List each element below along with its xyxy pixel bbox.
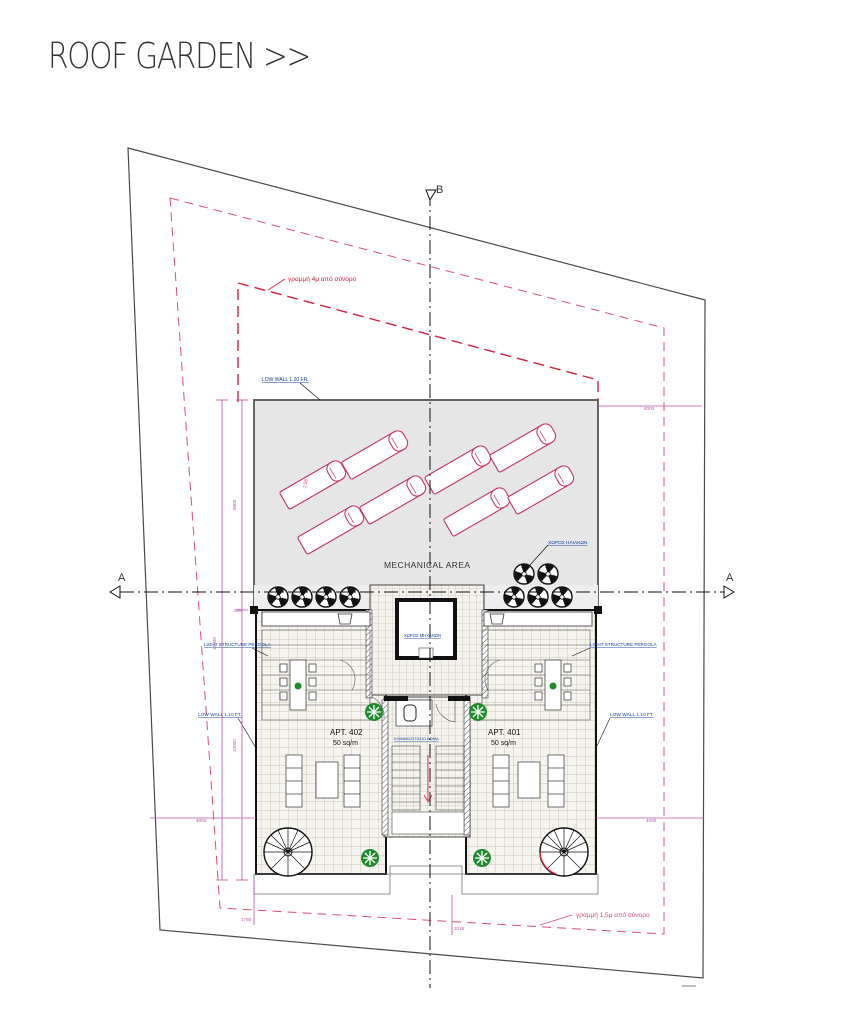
spiral-stair-left (263, 827, 313, 877)
dimension-height-bottom: 10000 (232, 739, 237, 752)
plant-icon (360, 848, 380, 868)
section-label-b: B (436, 184, 443, 196)
wc-fixture (403, 704, 417, 722)
plant-icon (364, 702, 384, 722)
apt-402-name: APT. 402 (330, 728, 363, 737)
apt-401-name: APT. 401 (488, 728, 521, 737)
site-boundary (127, 147, 706, 979)
dimension-lines (150, 399, 704, 935)
setback-top-leader (267, 278, 286, 291)
dimension-height-total: 19000 (212, 637, 217, 650)
entrance-canopy (389, 865, 463, 875)
dimension-height-top: 9000 (232, 499, 237, 510)
lift-shaft-label: ΧΩΡΟΣ ΜΗΧΑΝΩΝ (404, 633, 441, 638)
door-swing-apt-401 (484, 659, 501, 691)
wall-stub-right (594, 606, 602, 614)
pergola-left-leader (251, 647, 269, 657)
fan-units-right (503, 586, 573, 608)
low-wall-right-leader (595, 717, 611, 749)
setback-line-outer (169, 197, 665, 935)
dimension-bottom-left: 1750 (241, 917, 252, 922)
stair-flights (391, 745, 465, 811)
dimension-left-outer: 4000 (196, 818, 207, 823)
pergola-right-note: LIGHT STRUCTURE PERGOLA (590, 642, 657, 647)
sink-right (489, 613, 505, 625)
apt-401-area: 50 sq/m (491, 740, 516, 747)
apt-402-area: 50 sq/m (333, 740, 358, 747)
low-wall-left-leader (237, 717, 257, 749)
wall-stub-left (250, 606, 258, 614)
stair-wall-right (463, 699, 471, 836)
section-marker-a-left (109, 585, 121, 599)
door-swing-apt-402 (339, 659, 356, 691)
setback-top-note: γραμμή 4μ από σύνορο (288, 275, 357, 283)
low-wall-top-leader (299, 382, 321, 401)
mechanical-area-label: MECHANICAL AREA (384, 560, 470, 570)
core-wall-left (365, 609, 373, 699)
section-marker-b (425, 189, 437, 202)
door-swing-left (371, 696, 385, 719)
stair-label: ΚΛΙΜΑΚΟΣΤΑΣΙΟ ΔΩΜΑ (394, 736, 439, 741)
tank-area-note: ΧΩΡΟΣ ΗΛΙΑΚΩΝ (548, 540, 588, 546)
lift-machine (418, 647, 434, 659)
stair-direction (423, 755, 433, 803)
dimension-right-outer: 4000 (646, 818, 657, 823)
low-wall-left-note: LOW WALL 1.10 FT. (198, 712, 242, 718)
stair-bottom-landing (391, 811, 465, 835)
potted-plant-right (549, 682, 557, 690)
setback-line-4m (237, 282, 599, 402)
setback-bottom-leader (539, 914, 573, 926)
dimension-left-small: 200 (234, 608, 242, 613)
page-title: ROOF GARDEN >> (48, 36, 311, 77)
wall-piece-1 (384, 696, 408, 701)
balcony-edge-right (461, 873, 599, 895)
section-marker-a-right (723, 585, 735, 599)
low-wall-top-note: LOW WALL 1.20 FR. (262, 377, 309, 383)
low-wall-right-note: LOW WALL 1.10 FT. (610, 712, 654, 718)
spiral-stair-right (539, 827, 589, 877)
bbq-counter-right (483, 611, 593, 627)
pergola-right (481, 629, 591, 721)
plant-icon (472, 848, 492, 868)
dimension-right-top: 4000 (644, 406, 655, 411)
section-label-a-right: A (726, 572, 734, 584)
lounge-set-left (285, 754, 361, 808)
balcony-edge-left (253, 873, 391, 895)
wall-piece-2 (448, 696, 470, 701)
setback-bottom-note: γραμμή 1,5μ από σύνορο (576, 911, 650, 919)
sink-left (337, 613, 353, 625)
door-swing-right (435, 700, 456, 723)
pergola-left-note: LIGHT STRUCTURE PERGOLA (204, 642, 271, 647)
stair-wall-left (381, 699, 389, 836)
dimension-bottom-right: 3215 (454, 926, 465, 931)
tank-area-leader (529, 544, 549, 566)
solar-panel-dimension: 2.56 (302, 478, 309, 488)
potted-plant-left (294, 682, 302, 690)
bbq-counter-left (261, 611, 371, 627)
lounge-set-right (492, 754, 565, 808)
plant-icon (468, 702, 488, 722)
section-label-a-left: A (118, 572, 126, 584)
pergola-right-leader (571, 647, 591, 657)
